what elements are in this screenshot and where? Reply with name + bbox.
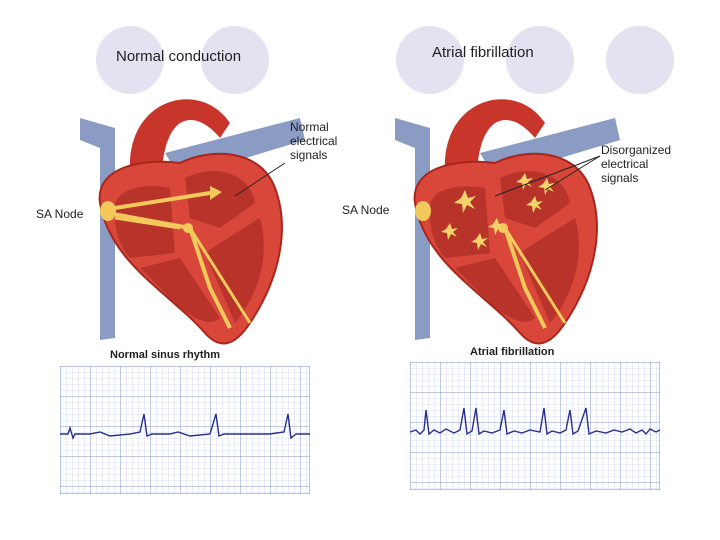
ecg-grid bbox=[410, 362, 660, 490]
right-panel-title: Atrial fibrillation bbox=[432, 44, 534, 61]
right-atrium bbox=[430, 186, 490, 258]
right-ecg-caption: Atrial fibrillation bbox=[470, 346, 554, 358]
disorganized-signals-label: Disorganized electrical signals bbox=[601, 143, 671, 185]
av-node bbox=[183, 223, 193, 233]
sa-node-label: SA Node bbox=[342, 203, 389, 217]
sa-node bbox=[415, 201, 431, 221]
left-ecg-caption: Normal sinus rhythm bbox=[110, 349, 220, 361]
sa-node bbox=[100, 201, 116, 221]
normal-heart-illustration bbox=[70, 78, 310, 348]
afib-heart-illustration bbox=[385, 78, 635, 348]
left-panel-title: Normal conduction bbox=[116, 48, 241, 65]
normal-ecg-strip bbox=[60, 366, 310, 494]
afib-ecg-strip bbox=[410, 362, 660, 490]
ecg-grid bbox=[60, 366, 310, 494]
sa-node-label: SA Node bbox=[36, 207, 83, 221]
normal-signals-label: Normal electrical signals bbox=[290, 120, 337, 162]
